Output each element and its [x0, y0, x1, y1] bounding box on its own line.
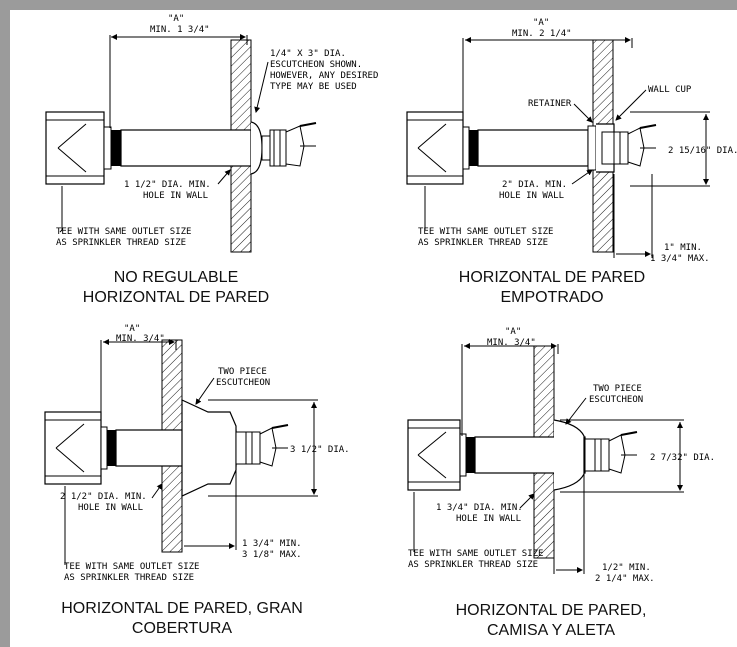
- tee-fitting: [45, 111, 112, 185]
- escutcheon: [250, 121, 263, 175]
- dim-a-min: MIN. 2 1/4": [512, 29, 572, 39]
- tee-note-1: TEE WITH SAME OUTLET SIZE: [56, 227, 191, 237]
- pipe: [111, 129, 252, 167]
- escutcheon-note-2: ESCUTCHEON: [216, 378, 270, 388]
- diameter-label: 2 15/16" DIA.: [668, 146, 737, 156]
- escutcheon: [553, 419, 585, 491]
- caption-line-2: EMPOTRADO: [500, 289, 603, 306]
- escutcheon-note-2: ESCUTCHEON: [589, 395, 643, 405]
- sprinkler-head-icon: [261, 122, 317, 167]
- note-line-3: HOWEVER, ANY DESIRED: [270, 71, 378, 81]
- sprinkler-head-icon: [601, 124, 657, 167]
- range-max: 1 3/4" MAX.: [650, 254, 710, 264]
- dim-a-min: MIN. 3/4": [116, 334, 165, 344]
- panel-empotrado: "A" MIN. 2 1/4" RETAINER WALL CUP 2 15/1…: [406, 18, 737, 306]
- diameter-label: 2 7/32" DIA.: [650, 453, 715, 463]
- tee-note-1: TEE WITH SAME OUTLET SIZE: [64, 562, 199, 572]
- hole-in-wall-label: HOLE IN WALL: [456, 514, 521, 524]
- tee-note-2: AS SPRINKLER THREAD SIZE: [418, 238, 548, 248]
- dim-a-min: MIN. 1 3/4": [150, 25, 210, 35]
- note-line-2: ESCUTCHEON SHOWN.: [270, 60, 362, 70]
- range-max: 3 1/8" MAX.: [242, 550, 302, 560]
- tee-note-1: TEE WITH SAME OUTLET SIZE: [408, 549, 543, 559]
- escutcheon-note-1: TWO PIECE: [593, 384, 642, 394]
- range-max: 2 1/4" MAX.: [595, 574, 655, 584]
- tee-fitting: [44, 411, 108, 485]
- wall-cup-label: WALL CUP: [648, 85, 692, 95]
- caption-line-1: HORIZONTAL DE PARED,: [456, 602, 647, 619]
- panel-camisa-aleta: "A" MIN. 3/4" TWO PIECE ESCUTCHEON 2 7/3…: [407, 327, 715, 639]
- tee-note-2: AS SPRINKLER THREAD SIZE: [64, 573, 194, 583]
- frame-top-bar: [0, 0, 737, 10]
- caption-line-1: NO REGULABLE: [114, 269, 238, 286]
- caption-line-1: HORIZONTAL DE PARED, GRAN: [61, 600, 303, 617]
- tee-note-2: AS SPRINKLER THREAD SIZE: [408, 560, 538, 570]
- retainer-label: RETAINER: [528, 99, 572, 109]
- sprinkler-head-icon: [235, 424, 289, 467]
- pipe: [469, 129, 589, 167]
- tee-fitting: [406, 111, 470, 185]
- hole-size-label: 1 1/2" DIA. MIN.: [124, 180, 211, 190]
- dim-a-label: "A": [168, 14, 184, 24]
- tee-note-2: AS SPRINKLER THREAD SIZE: [56, 238, 186, 248]
- frame-left-bar: [0, 0, 10, 647]
- escutcheon: [181, 399, 237, 497]
- range-min: 1 3/4" MIN.: [242, 539, 302, 549]
- dim-a-min: MIN. 3/4": [487, 338, 536, 348]
- panel-gran-cobertura: "A" MIN. 3/4" TWO PIECE ESCUTCHEON 3 1/2…: [44, 324, 350, 637]
- hole-size-label: 2 1/2" DIA. MIN.: [60, 492, 147, 502]
- dim-a-label: "A": [533, 18, 549, 28]
- hole-in-wall-label: HOLE IN WALL: [143, 191, 208, 201]
- caption-line-1: HORIZONTAL DE PARED: [459, 269, 645, 286]
- range-min: 1/2" MIN.: [602, 563, 651, 573]
- escutcheon-note-1: TWO PIECE: [218, 367, 267, 377]
- tee-note-1: TEE WITH SAME OUTLET SIZE: [418, 227, 553, 237]
- retainer: [587, 125, 597, 171]
- dim-a-label: "A": [505, 327, 521, 337]
- caption-line-2: COBERTURA: [132, 620, 232, 637]
- hole-in-wall-label: HOLE IN WALL: [499, 191, 564, 201]
- panel-no-regulable: "A" MIN. 1 3/4" 1/4" X 3" DIA. ESCUTCHEO…: [45, 14, 378, 306]
- tee-fitting: [407, 419, 467, 491]
- diameter-label: 3 1/2" DIA.: [290, 445, 350, 455]
- range-min: 1" MIN.: [664, 243, 702, 253]
- hole-size-label: 1 3/4" DIA. MIN.: [436, 503, 523, 513]
- note-line-4: TYPE MAY BE USED: [270, 82, 357, 92]
- caption-line-2: HORIZONTAL DE PARED: [83, 289, 269, 306]
- hole-size-label: 2" DIA. MIN.: [502, 180, 567, 190]
- sprinkler-head-icon: [584, 431, 638, 474]
- note-line-1: 1/4" X 3" DIA.: [270, 49, 346, 59]
- caption-line-2: CAMISA Y ALETA: [487, 622, 615, 639]
- hole-in-wall-label: HOLE IN WALL: [78, 503, 143, 513]
- dim-a-label: "A": [124, 324, 140, 334]
